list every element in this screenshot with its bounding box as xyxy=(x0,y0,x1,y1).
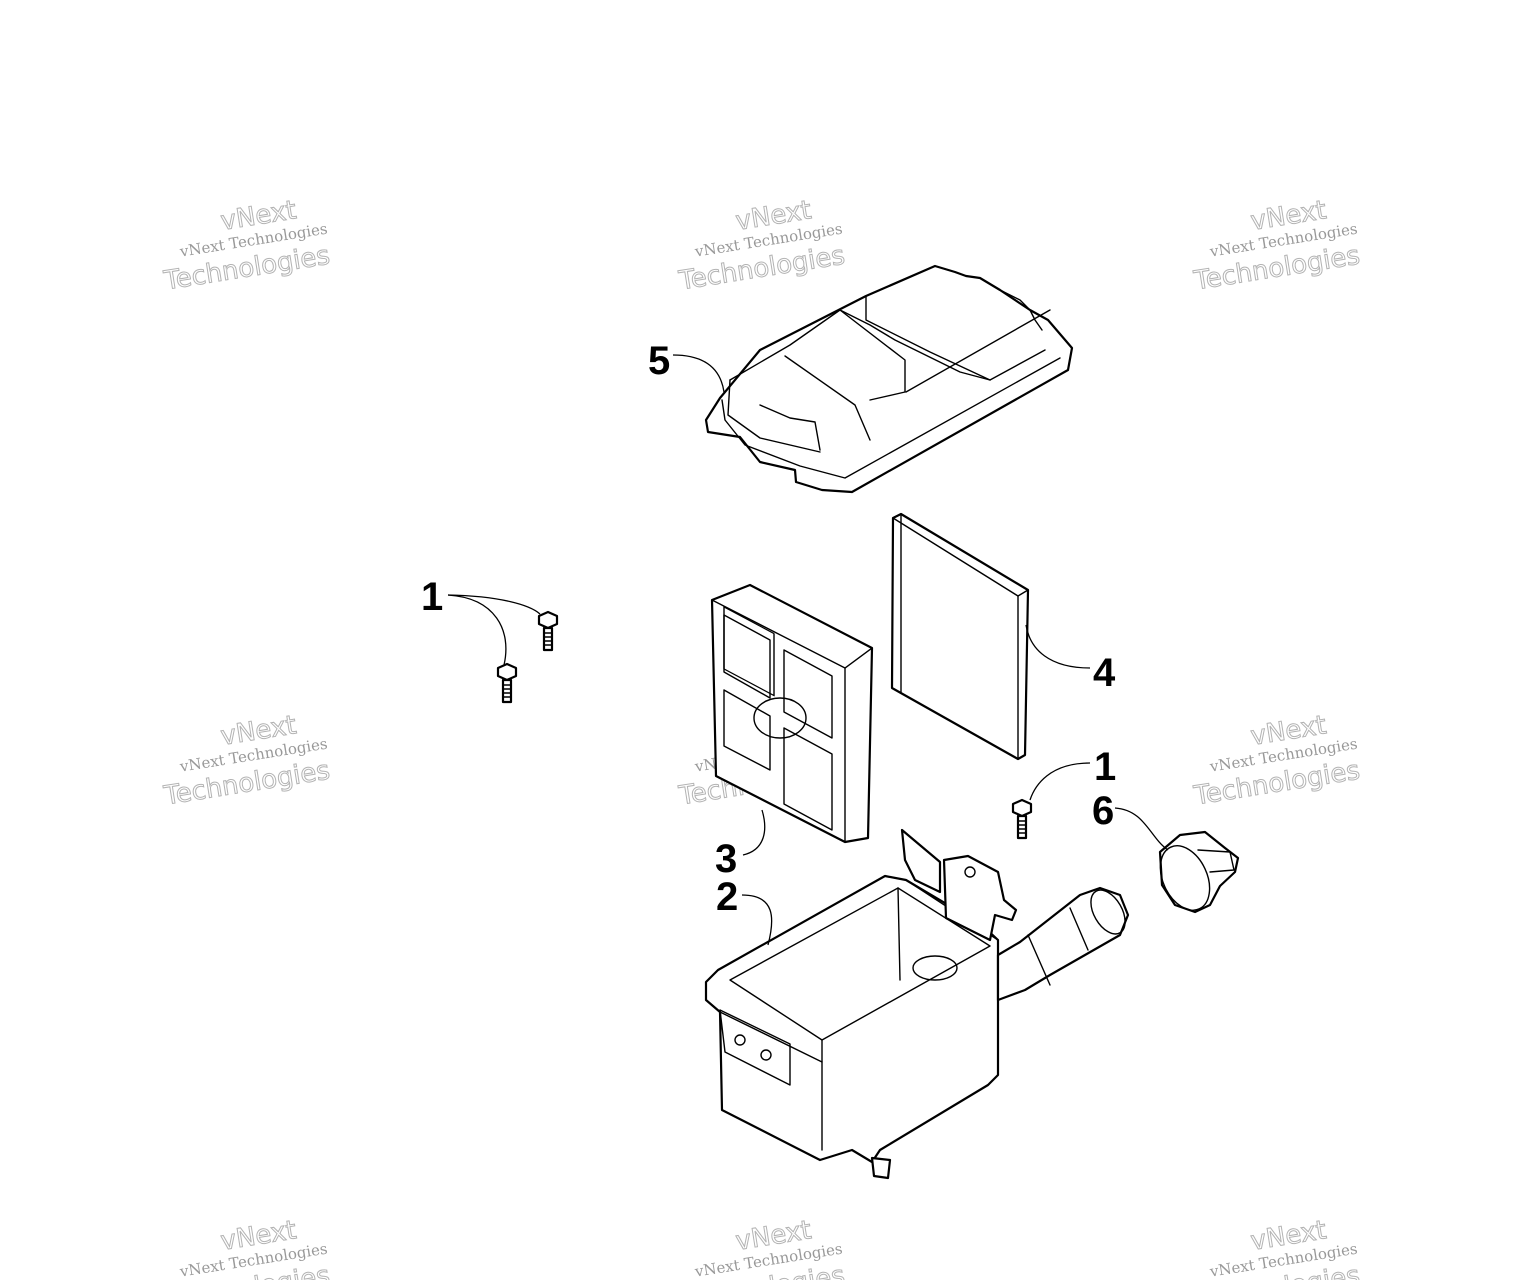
leader-line xyxy=(741,894,773,946)
watermark: vNext vNext Technologies Technologies xyxy=(1191,710,1363,812)
leader-line xyxy=(672,354,725,393)
bolt xyxy=(1011,798,1033,840)
callout-5: 5 xyxy=(648,339,670,383)
callouts: 1 5 4 3 2 1 6 xyxy=(421,339,1116,919)
watermark: vNext vNext Technologies Technologies xyxy=(161,195,333,297)
callout-1b: 1 xyxy=(1094,745,1116,789)
callout-4: 4 xyxy=(1093,651,1116,695)
bolt xyxy=(496,662,518,704)
leader-line xyxy=(1114,807,1169,851)
cap xyxy=(1158,830,1240,914)
leader-line xyxy=(742,809,766,856)
watermark: vNext vNext Technologies Technologies xyxy=(676,1215,848,1280)
bolt xyxy=(537,610,559,652)
air-box-cover xyxy=(704,264,1074,494)
watermark: vNext vNext Technologies Technologies xyxy=(161,1215,333,1280)
air-box-housing xyxy=(704,828,1130,1180)
leader-line xyxy=(447,594,541,615)
air-filter-element xyxy=(890,512,1030,761)
leader-lines xyxy=(447,354,1169,946)
watermark: vNext vNext Technologies Technologies xyxy=(1191,195,1363,297)
filter-frame xyxy=(710,583,874,844)
callout-2: 2 xyxy=(716,875,738,919)
watermark: vNext vNext Technologies Technologies xyxy=(161,710,333,812)
callout-3: 3 xyxy=(715,837,737,881)
watermark: vNext vNext Technologies Technologies xyxy=(676,195,848,297)
leader-line xyxy=(1025,624,1091,669)
watermark: vNext vNext Technologies Technologies xyxy=(1191,1215,1363,1280)
leader-line xyxy=(447,594,507,666)
callout-6: 6 xyxy=(1092,789,1114,833)
leader-line xyxy=(1029,762,1091,801)
callout-1: 1 xyxy=(421,575,443,619)
